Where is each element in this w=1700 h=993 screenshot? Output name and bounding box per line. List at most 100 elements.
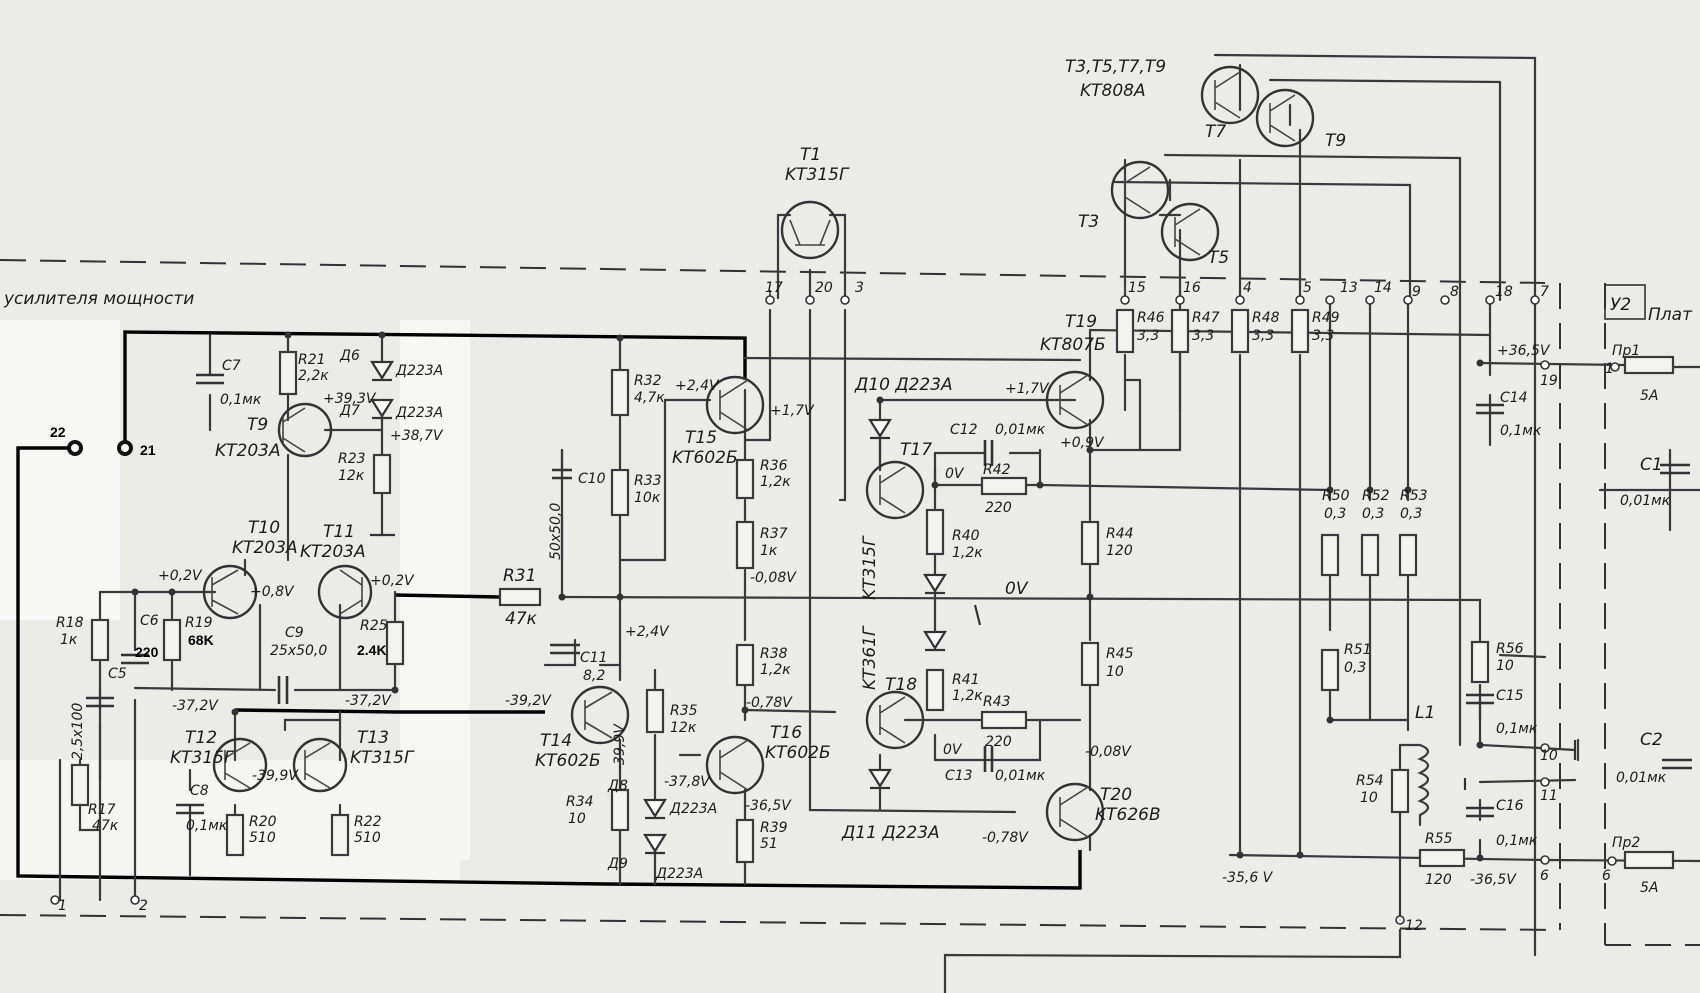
svg-text:510: 510 [249, 830, 276, 846]
svg-text:1: 1 [58, 898, 67, 914]
svg-text:C6: C6 [140, 613, 159, 629]
capacitor-c11 [550, 643, 580, 655]
svg-text:R36: R36 [760, 458, 788, 474]
connector-pins [50, 295, 1620, 925]
svg-text:KT626B: KT626B [1095, 805, 1161, 825]
svg-text:Д223А: Д223А [655, 866, 703, 882]
svg-text:120: 120 [1425, 872, 1452, 888]
svg-text:220: 220 [985, 734, 1012, 750]
svg-text:C10: C10 [578, 471, 606, 487]
svg-text:R32: R32 [634, 373, 662, 389]
resistor-r19 [162, 618, 182, 662]
svg-text:4,7к: 4,7к [634, 390, 665, 406]
svg-text:R53: R53 [1400, 488, 1428, 504]
resistor-r17 [70, 763, 90, 807]
svg-text:0,01мк: 0,01мк [995, 768, 1046, 784]
inductor-l1 [1417, 743, 1430, 827]
svg-text:Пр2: Пр2 [1612, 835, 1640, 851]
svg-text:T10: T10 [248, 518, 280, 538]
svg-text:50x50,0: 50x50,0 [548, 503, 564, 560]
capacitor-c1 [1660, 463, 1690, 475]
svg-text:R56: R56 [1496, 641, 1524, 657]
resistor-r49 [1290, 308, 1310, 354]
svg-text:T13: T13 [357, 728, 389, 748]
svg-text:+2,4V: +2,4V [625, 624, 670, 640]
svg-text:R18: R18 [56, 615, 84, 631]
svg-text:2,2к: 2,2к [298, 368, 329, 384]
svg-text:-0,08V: -0,08V [750, 570, 797, 586]
svg-text:1,2к: 1,2к [952, 545, 983, 561]
resistor-r50 [1320, 533, 1340, 577]
input-terminal-22[interactable] [67, 440, 83, 456]
svg-text:T19: T19 [1065, 312, 1097, 332]
transistor-t20 [1045, 782, 1105, 842]
svg-text:47к: 47к [92, 818, 119, 834]
svg-text:-35,6 V: -35,6 V [1222, 870, 1274, 886]
svg-text:L1: L1 [1415, 703, 1435, 723]
resistor-r48 [1230, 308, 1250, 354]
module-label: У2 [1610, 295, 1631, 315]
svg-text:3,3: 3,3 [1252, 328, 1274, 344]
svg-text:T12: T12 [185, 728, 217, 748]
resistor-r42 [980, 476, 1028, 496]
svg-text:-36,5V: -36,5V [1470, 872, 1517, 888]
svg-text:10: 10 [1106, 664, 1124, 680]
svg-text:3,3: 3,3 [1312, 328, 1334, 344]
svg-text:120: 120 [1106, 543, 1133, 559]
svg-text:R31: R31 [503, 566, 536, 586]
input-terminal-21[interactable] [117, 440, 133, 456]
svg-text:0V: 0V [945, 466, 965, 482]
svg-text:1,2к: 1,2к [760, 474, 791, 490]
svg-text:Д223А: Д223А [395, 405, 443, 421]
svg-text:R52: R52 [1362, 488, 1390, 504]
svg-text:0,1мк: 0,1мк [220, 392, 262, 408]
resistor-r22 [330, 813, 350, 857]
svg-text:14: 14 [1374, 280, 1392, 296]
svg-text:10: 10 [1496, 658, 1514, 674]
diode-d11 [868, 768, 892, 790]
svg-text:Пр1: Пр1 [1612, 343, 1640, 359]
resistor-r46 [1115, 308, 1135, 354]
svg-text:C5: C5 [108, 666, 127, 682]
svg-text:KT315Г: KT315Г [170, 748, 235, 768]
svg-text:Д10 Д223А: Д10 Д223А [854, 375, 953, 395]
svg-text:6: 6 [1540, 868, 1549, 884]
capacitor-c15 [1466, 693, 1494, 705]
transistor-t12 [212, 737, 268, 793]
transistor-t9-out [1255, 88, 1315, 148]
resistor-r54 [1390, 768, 1410, 814]
svg-text:12к: 12к [670, 720, 697, 736]
svg-text:R44: R44 [1106, 526, 1134, 542]
svg-text:+0,2V: +0,2V [370, 573, 415, 589]
svg-text:0,1мк: 0,1мк [1500, 423, 1542, 439]
svg-text:0,3: 0,3 [1362, 506, 1384, 522]
transistor-t7 [1200, 65, 1260, 125]
svg-text:0,01мк: 0,01мк [1620, 493, 1671, 509]
transistor-t14 [570, 685, 630, 745]
svg-text:9: 9 [1412, 284, 1421, 300]
svg-text:1,2к: 1,2к [760, 662, 791, 678]
resistor-r34 [610, 788, 630, 832]
transistor-t17 [865, 460, 925, 520]
svg-text:16: 16 [1183, 280, 1201, 296]
svg-text:1к: 1к [60, 632, 78, 648]
svg-text:+1,7V: +1,7V [1005, 381, 1050, 397]
svg-text:3,3: 3,3 [1192, 328, 1214, 344]
diode-d8 [643, 798, 667, 820]
svg-text:C2: C2 [1640, 730, 1663, 750]
svg-text:C14: C14 [1500, 390, 1528, 406]
svg-text:T16: T16 [770, 723, 802, 743]
resistor-r25 [385, 620, 405, 666]
svg-text:R21: R21 [298, 352, 326, 368]
terminal-22-label: 22 [50, 424, 66, 440]
svg-text:0,01мк: 0,01мк [1616, 770, 1667, 786]
svg-text:C9: C9 [285, 625, 304, 641]
resistor-r47 [1170, 308, 1190, 354]
svg-text:T9: T9 [1325, 131, 1346, 151]
svg-text:R35: R35 [670, 703, 698, 719]
svg-text:220: 220 [135, 644, 159, 660]
svg-text:+38,7V: +38,7V [390, 428, 444, 444]
transistor-t1 [780, 200, 840, 260]
svg-text:7: 7 [1540, 284, 1549, 300]
svg-text:KT602Б: KT602Б [535, 751, 601, 771]
